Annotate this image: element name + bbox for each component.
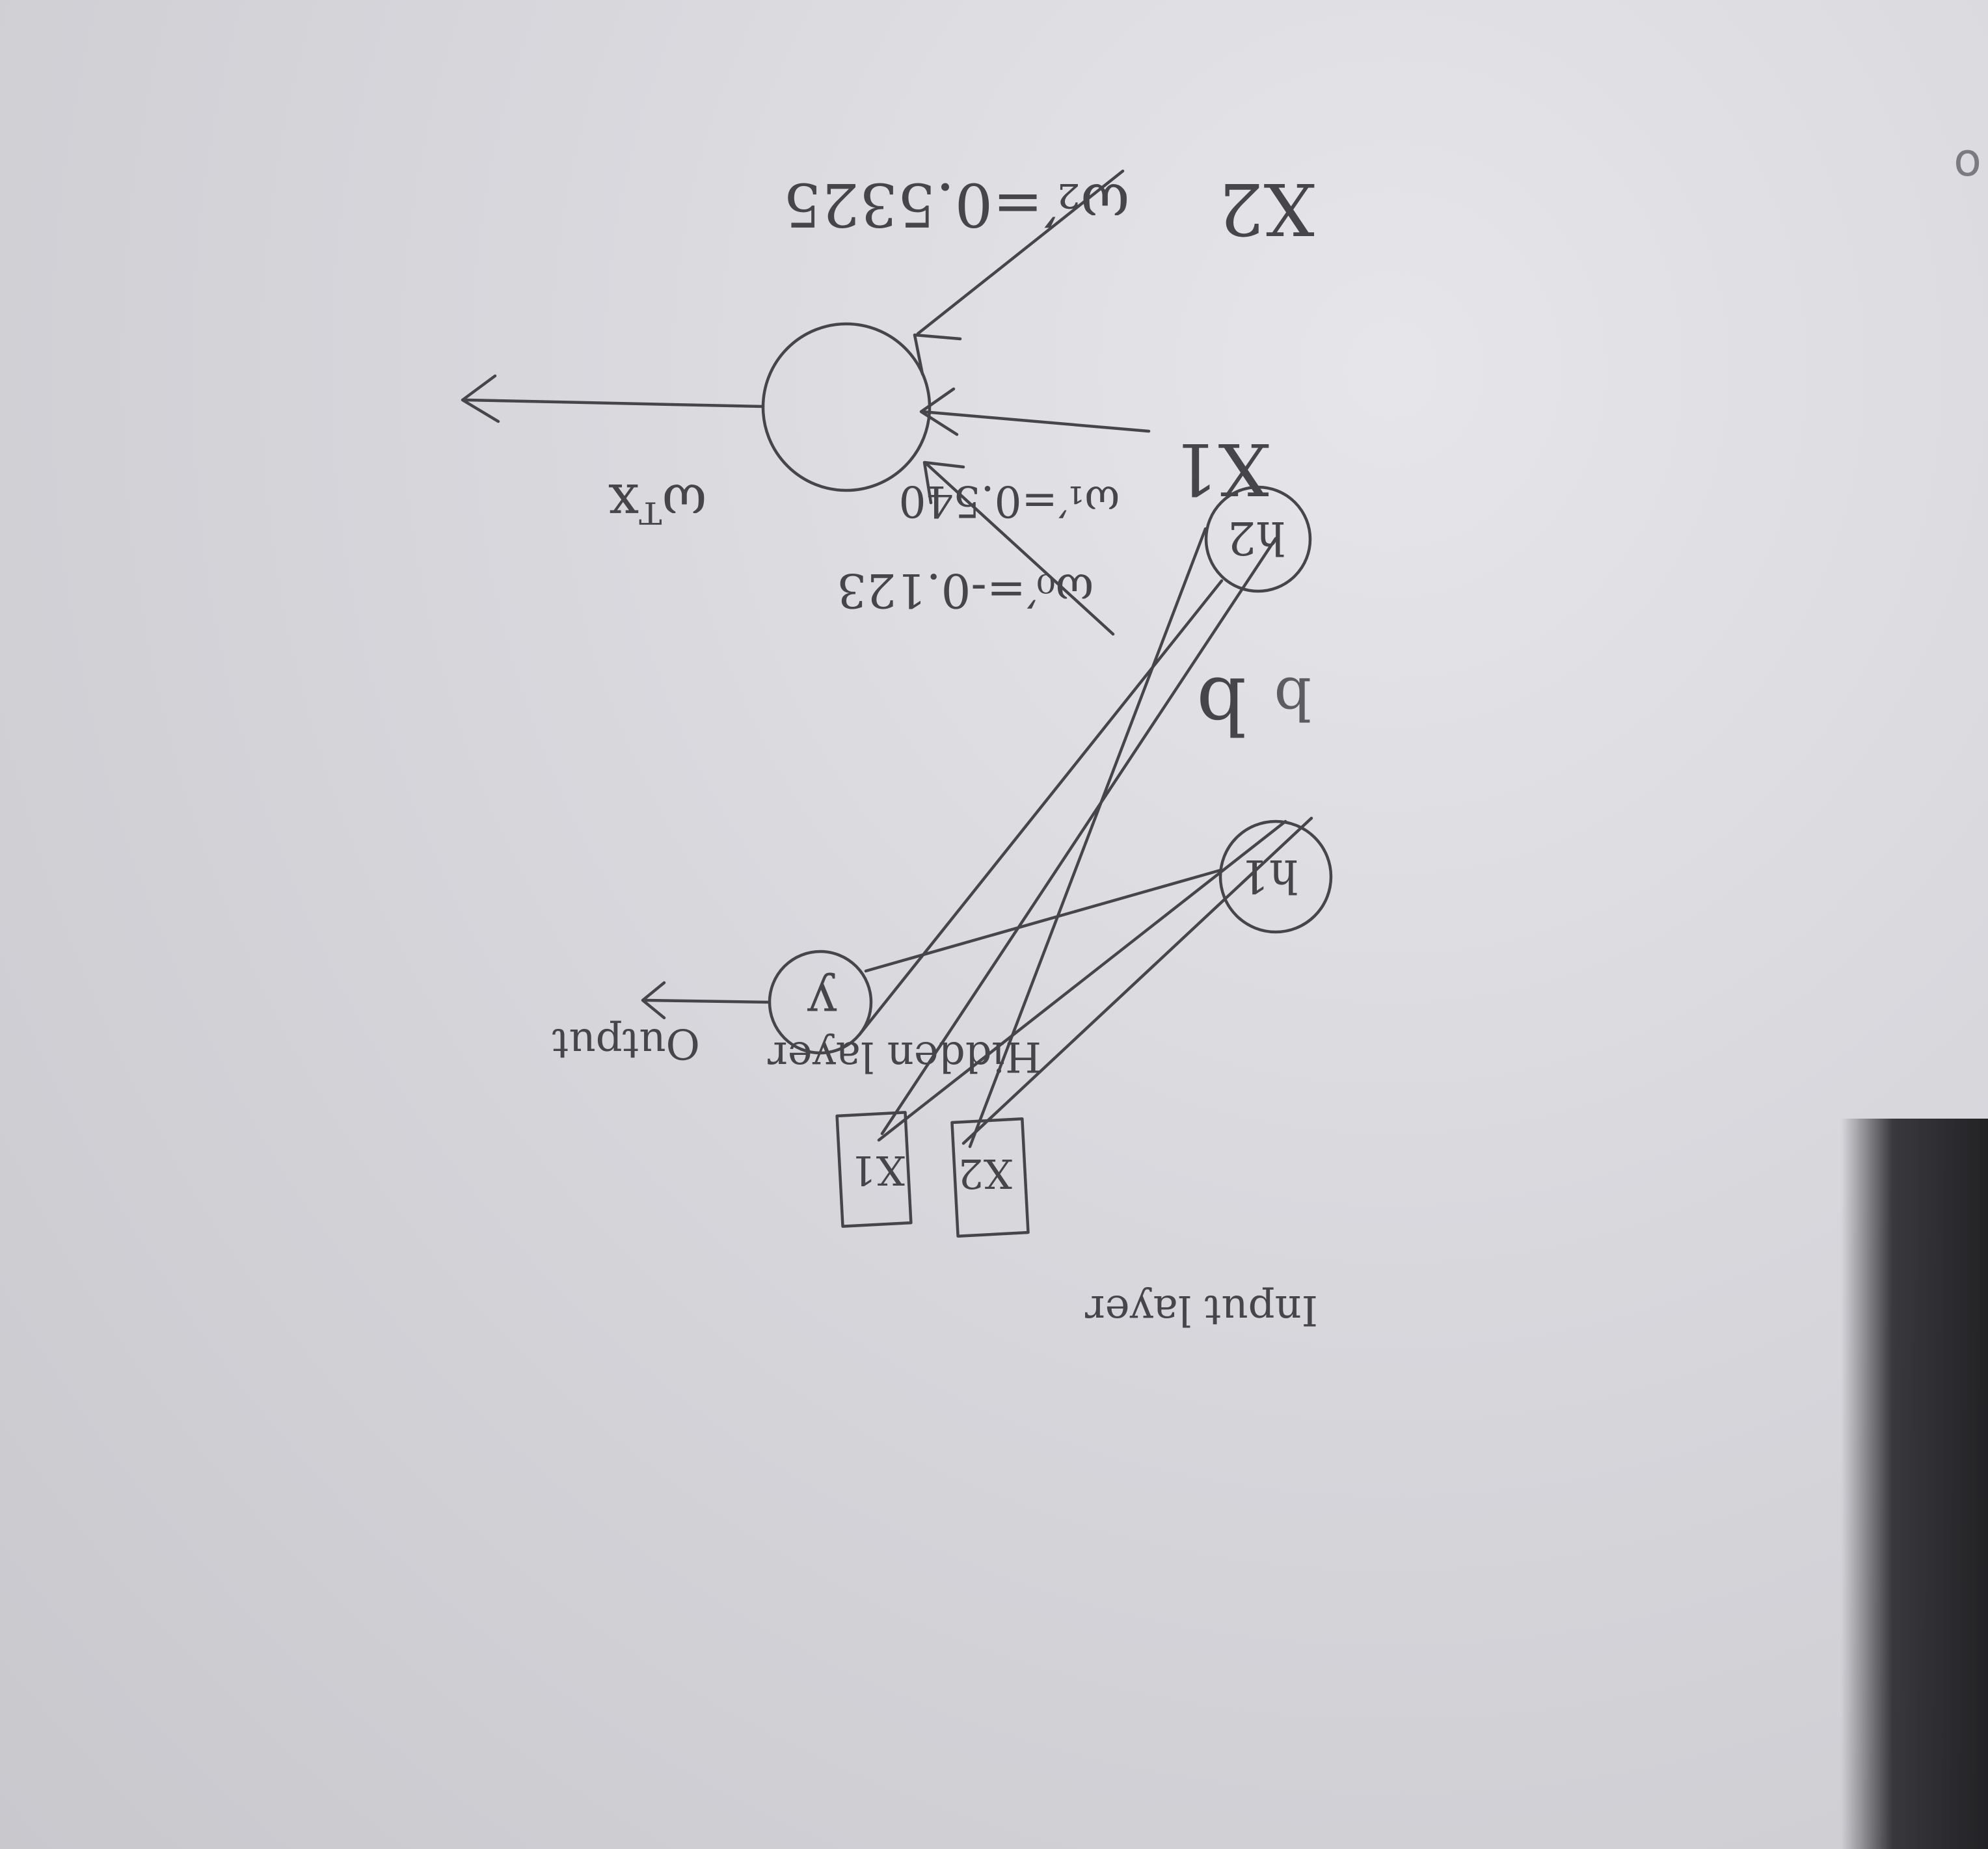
neuron-output-line xyxy=(464,398,765,408)
hidden-layer-label: Hidden layer xyxy=(768,1032,1041,1080)
x2-arrowhead xyxy=(913,333,962,376)
output-line xyxy=(644,998,772,1004)
output-node-label: y xyxy=(807,972,837,1032)
h2-node xyxy=(1204,485,1312,593)
x1-arrowhead xyxy=(919,387,959,436)
page-edge-shadow xyxy=(1841,1119,1988,1849)
input-layer-label: Input layer xyxy=(1085,1286,1318,1334)
edge-x2-h1 xyxy=(961,816,1313,1145)
x2-label: X2 xyxy=(1218,167,1315,250)
output-text-label: Output xyxy=(552,1019,700,1067)
rotated-drawing: X2 X1 b b ω₂′=0.5325 ω₁′=0.540 ω₀′=-0.12… xyxy=(461,167,1333,1334)
edge-x1-h2 xyxy=(880,537,1278,1136)
neuron-circle xyxy=(761,322,932,492)
output-arrowhead xyxy=(641,981,666,1020)
x1-input-line xyxy=(920,410,1151,433)
w1-weight-label: ω₁′=0.540 xyxy=(898,476,1120,526)
x1-input-box xyxy=(835,1111,913,1228)
h1-node xyxy=(1218,819,1333,934)
network-diagram: X2 X1 h2 h1 y Output xyxy=(552,485,1333,1334)
x1-input-text: X1 xyxy=(850,1147,905,1194)
w2-weight-label: ω₂′=0.5325 xyxy=(783,170,1129,239)
x1-label: X1 xyxy=(1173,427,1269,511)
neuron-output-label: ωᵀx xyxy=(608,472,706,535)
single-neuron-diagram: X2 X1 b b ω₂′=0.5325 ω₁′=0.540 ω₀′=-0.12… xyxy=(461,167,1315,750)
neuron-output-arrowhead xyxy=(461,374,500,423)
edge-x2-h2 xyxy=(968,527,1207,1149)
b-arrowhead xyxy=(922,460,965,505)
x2-input-text: X2 xyxy=(958,1150,1012,1197)
w0-weight-label: ω₀′=-0.123 xyxy=(837,563,1094,618)
corner-mark: o xyxy=(1954,133,1981,187)
b-scribble-label: b xyxy=(1274,664,1311,732)
edge-x1-h1 xyxy=(877,819,1287,1142)
b-label: b xyxy=(1196,659,1246,750)
b-input-line xyxy=(924,462,1115,636)
edge-h2-y xyxy=(857,579,1224,1037)
x2-input-line xyxy=(916,169,1125,336)
